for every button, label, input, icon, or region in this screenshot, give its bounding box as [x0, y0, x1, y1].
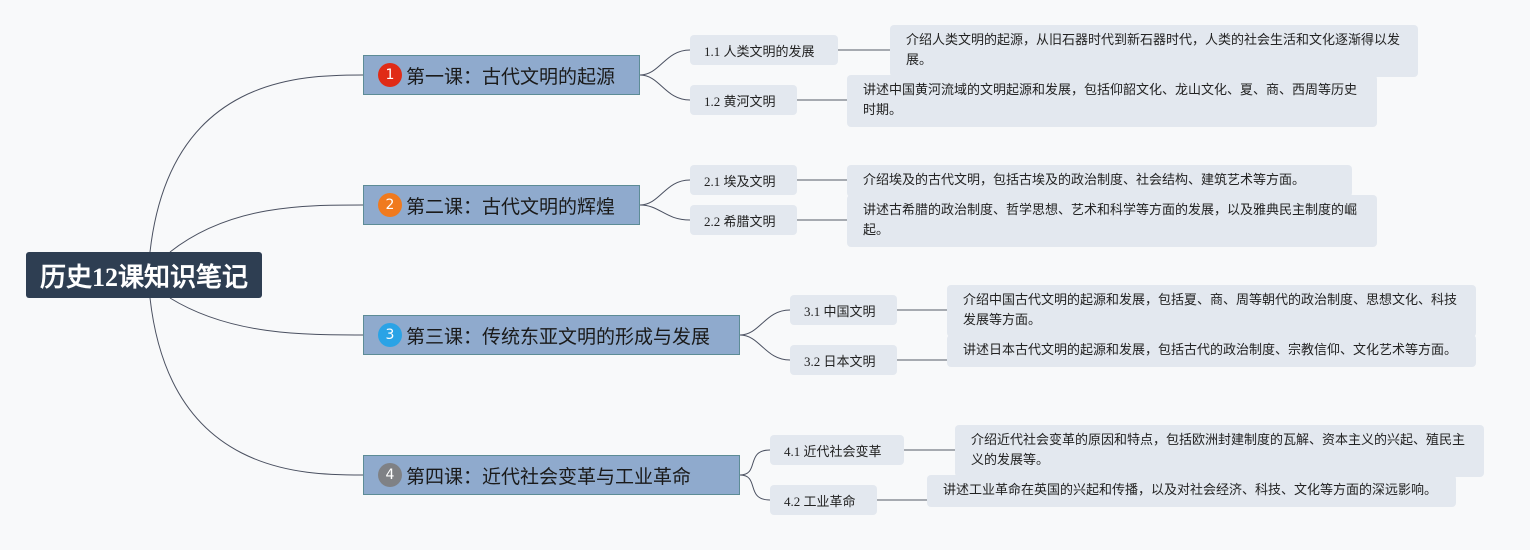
subtopic-label: 1.1 人类文明的发展	[704, 43, 815, 59]
root-topic[interactable]: 历史12课知识笔记	[26, 252, 262, 298]
note-text: 介绍埃及的古代文明，包括古埃及的政治制度、社会结构、建筑艺术等方面。	[863, 173, 1306, 188]
subtopic-label: 2.1 埃及文明	[704, 173, 776, 189]
lesson-to-subtopic-line	[739, 474, 771, 501]
note-text: 介绍中国古代文明的起源和发展，包括夏、商、周等朝代的政治制度、思想文化、科技发展…	[963, 293, 1458, 328]
subtopic-label: 3.1 中国文明	[804, 303, 876, 319]
lesson-to-subtopic-line	[639, 179, 691, 206]
root-to-lesson-line	[169, 204, 364, 253]
subtopic-1-1[interactable]: 1.1 人类文明的发展	[690, 35, 838, 65]
note-3-2[interactable]: 讲述日本古代文明的起源和发展，包括古代的政治制度、宗教信仰、文化艺术等方面。	[947, 335, 1476, 367]
priority-1-icon: 1	[378, 63, 402, 87]
note-text: 讲述中国黄河流域的文明起源和发展，包括仰韶文化、龙山文化、夏、商、西周等历史时期…	[863, 83, 1358, 118]
subtopic-2-1[interactable]: 2.1 埃及文明	[690, 165, 797, 195]
note-4-1[interactable]: 介绍近代社会变革的原因和特点，包括欧洲封建制度的瓦解、资本主义的兴起、殖民主义的…	[955, 425, 1484, 477]
note-3-1[interactable]: 介绍中国古代文明的起源和发展，包括夏、商、周等朝代的政治制度、思想文化、科技发展…	[947, 285, 1476, 337]
subtopic-4-2[interactable]: 4.2 工业革命	[770, 485, 877, 515]
note-text: 讲述工业革命在英国的兴起和传播，以及对社会经济、科技、文化等方面的深远影响。	[943, 483, 1438, 498]
root-to-lesson-line	[149, 297, 364, 476]
note-2-2[interactable]: 讲述古希腊的政治制度、哲学思想、艺术和科学等方面的发展，以及雅典民主制度的崛起。	[847, 195, 1377, 247]
lesson-title: 第三课：传统东亚文明的形成与发展	[406, 325, 711, 348]
lesson-to-subtopic-line	[739, 449, 771, 476]
subtopic-3-2[interactable]: 3.2 日本文明	[790, 345, 897, 375]
lesson-to-subtopic-line	[739, 334, 791, 361]
note-2-1[interactable]: 介绍埃及的古代文明，包括古埃及的政治制度、社会结构、建筑艺术等方面。	[847, 165, 1352, 197]
lesson-to-subtopic-line	[739, 309, 791, 336]
note-1-1[interactable]: 介绍人类文明的起源，从旧石器时代到新石器时代，人类的社会生活和文化逐渐得以发展。	[890, 25, 1418, 77]
note-1-2[interactable]: 讲述中国黄河流域的文明起源和发展，包括仰韶文化、龙山文化、夏、商、西周等历史时期…	[847, 75, 1377, 127]
lesson-to-subtopic-line	[639, 204, 691, 221]
lesson-to-subtopic-line	[639, 49, 691, 76]
note-text: 介绍人类文明的起源，从旧石器时代到新石器时代，人类的社会生活和文化逐渐得以发展。	[906, 33, 1401, 68]
note-text: 介绍近代社会变革的原因和特点，包括欧洲封建制度的瓦解、资本主义的兴起、殖民主义的…	[971, 433, 1466, 468]
subtopic-4-1[interactable]: 4.1 近代社会变革	[770, 435, 904, 465]
subtopic-label: 3.2 日本文明	[804, 353, 876, 369]
lesson-title: 第二课：古代文明的辉煌	[406, 195, 616, 218]
priority-3-icon: 3	[378, 323, 402, 347]
priority-4-icon: 4	[378, 463, 402, 487]
priority-2-icon: 2	[378, 193, 402, 217]
subtopic-1-2[interactable]: 1.2 黄河文明	[690, 85, 797, 115]
lesson-to-subtopic-line	[639, 74, 691, 101]
subtopic-label: 4.2 工业革命	[784, 493, 856, 509]
subtopic-2-2[interactable]: 2.2 希腊文明	[690, 205, 797, 235]
note-text: 讲述日本古代文明的起源和发展，包括古代的政治制度、宗教信仰、文化艺术等方面。	[963, 343, 1458, 358]
root-to-lesson-line	[149, 74, 364, 253]
lesson-title: 第一课：古代文明的起源	[406, 65, 616, 88]
subtopic-label: 1.2 黄河文明	[704, 93, 776, 109]
note-text: 讲述古希腊的政治制度、哲学思想、艺术和科学等方面的发展，以及雅典民主制度的崛起。	[863, 203, 1358, 238]
lesson-title: 第四课：近代社会变革与工业革命	[406, 465, 692, 488]
subtopic-label: 2.2 希腊文明	[704, 213, 776, 229]
subtopic-3-1[interactable]: 3.1 中国文明	[790, 295, 897, 325]
subtopic-label: 4.1 近代社会变革	[784, 443, 882, 459]
root-title: 历史12课知识笔记	[39, 262, 248, 292]
root-to-lesson-line	[169, 297, 364, 336]
note-4-2[interactable]: 讲述工业革命在英国的兴起和传播，以及对社会经济、科技、文化等方面的深远影响。	[927, 475, 1456, 507]
